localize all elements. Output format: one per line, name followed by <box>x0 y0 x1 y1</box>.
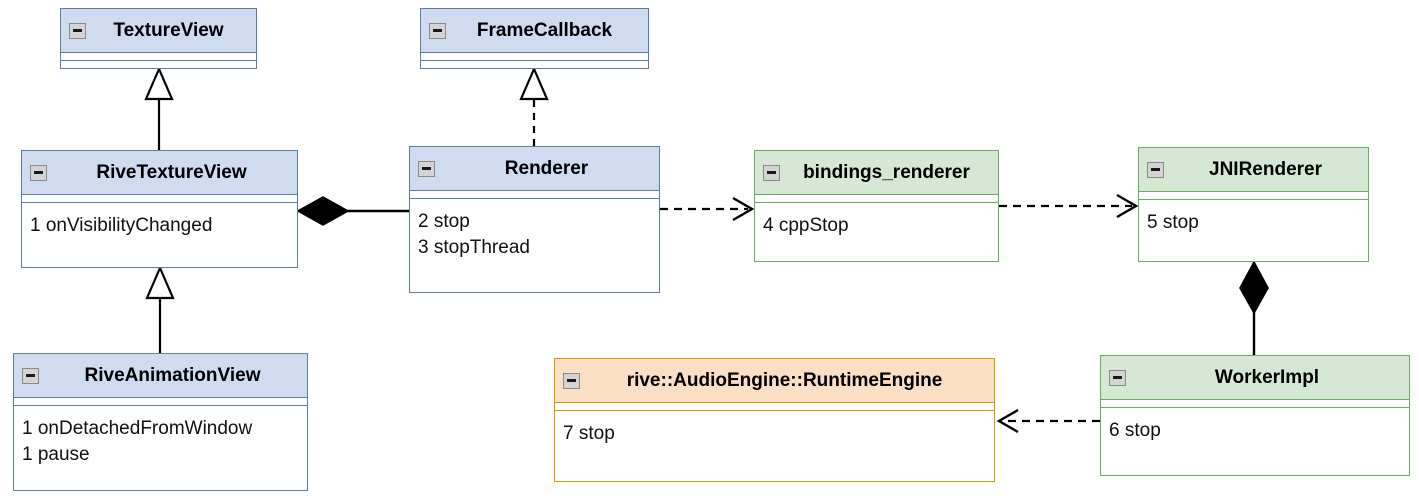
attribute-compartment <box>61 53 256 61</box>
class-node-rivetextureview[interactable]: RiveTextureView 1 onVisibilityChanged <box>21 150 298 268</box>
attribute-compartment <box>555 403 994 411</box>
method-row: 7 stop <box>563 423 615 444</box>
class-node-jnirenderer[interactable]: JNIRenderer 5 stop <box>1138 147 1369 262</box>
edge-riveanimationview-to-rivetextureview <box>145 265 175 353</box>
method-compartment: 2 stop 3 stopThread <box>410 199 659 267</box>
class-header: rive::AudioEngine::RuntimeEngine <box>555 359 994 403</box>
class-node-renderer[interactable]: Renderer 2 stop 3 stopThread <box>409 146 660 293</box>
edge-bindings-renderer-to-jnirenderer <box>999 193 1139 219</box>
method-row: 1 onDetachedFromWindow <box>22 418 253 439</box>
method-row: 1 onVisibilityChanged <box>30 215 213 236</box>
class-title: JNIRenderer <box>1209 158 1322 180</box>
edge-rivetextureview-to-renderer <box>296 196 409 226</box>
method-row: 3 stopThread <box>418 237 530 258</box>
method-compartment: 4 cppStop <box>755 203 998 245</box>
minus-box-icon[interactable] <box>563 372 580 389</box>
method-compartment: 1 onDetachedFromWindow 1 pause <box>14 406 307 474</box>
class-header: JNIRenderer <box>1139 148 1368 192</box>
class-title: bindings_renderer <box>803 161 970 183</box>
method-compartment: 6 stop <box>1101 408 1409 450</box>
class-node-runtimeengine[interactable]: rive::AudioEngine::RuntimeEngine 7 stop <box>554 358 995 482</box>
class-title: Renderer <box>504 157 589 179</box>
attribute-compartment <box>1139 192 1368 200</box>
minus-box-icon[interactable] <box>429 22 446 39</box>
class-title: FrameCallback <box>476 19 613 41</box>
class-node-textureview[interactable]: TextureView <box>60 8 257 69</box>
attribute-compartment <box>410 191 659 199</box>
class-title: TextureView <box>113 19 224 41</box>
class-node-riveanimationview[interactable]: RiveAnimationView 1 onDetachedFromWindow… <box>13 353 308 491</box>
edge-rivetextureview-to-textureview <box>144 66 174 150</box>
minus-box-icon[interactable] <box>22 367 39 384</box>
attribute-compartment <box>755 195 998 203</box>
class-node-bindings-renderer[interactable]: bindings_renderer 4 cppStop <box>754 150 999 262</box>
class-title: RiveTextureView <box>96 161 247 183</box>
class-header: RiveAnimationView <box>14 354 307 398</box>
method-row: 4 cppStop <box>763 215 849 236</box>
edge-renderer-to-bindings-renderer <box>660 196 755 222</box>
attribute-compartment <box>22 195 297 203</box>
class-header: RiveTextureView <box>22 151 297 195</box>
class-title: rive::AudioEngine::RuntimeEngine <box>626 369 943 391</box>
method-compartment: 1 onVisibilityChanged <box>22 203 297 245</box>
class-header: bindings_renderer <box>755 151 998 195</box>
minus-box-icon[interactable] <box>763 164 780 181</box>
minus-box-icon[interactable] <box>69 22 86 39</box>
class-node-framecallback[interactable]: FrameCallback <box>420 8 649 69</box>
edge-renderer-to-framecallback <box>519 66 549 146</box>
method-compartment: 5 stop <box>1139 200 1368 242</box>
class-node-workerimpl[interactable]: WorkerImpl 6 stop <box>1100 355 1410 476</box>
method-row: 1 pause <box>22 444 90 465</box>
minus-box-icon[interactable] <box>418 160 435 177</box>
attribute-compartment <box>421 53 648 61</box>
class-header: TextureView <box>61 9 256 53</box>
method-compartment: 7 stop <box>555 411 994 453</box>
class-header: WorkerImpl <box>1101 356 1409 400</box>
edge-workerimpl-to-runtimeengine <box>996 408 1100 434</box>
class-title: RiveAnimationView <box>84 364 261 386</box>
class-header: Renderer <box>410 147 659 191</box>
class-header: FrameCallback <box>421 9 648 53</box>
class-title: WorkerImpl <box>1214 366 1320 388</box>
edge-jnirenderer-to-workerimpl <box>1239 260 1269 355</box>
minus-box-icon[interactable] <box>1109 369 1126 386</box>
method-row: 5 stop <box>1147 212 1199 233</box>
minus-box-icon[interactable] <box>30 164 47 181</box>
minus-box-icon[interactable] <box>1147 161 1164 178</box>
attribute-compartment <box>14 398 307 406</box>
attribute-compartment <box>1101 400 1409 408</box>
method-row: 2 stop <box>418 211 470 232</box>
method-row: 6 stop <box>1109 420 1161 441</box>
